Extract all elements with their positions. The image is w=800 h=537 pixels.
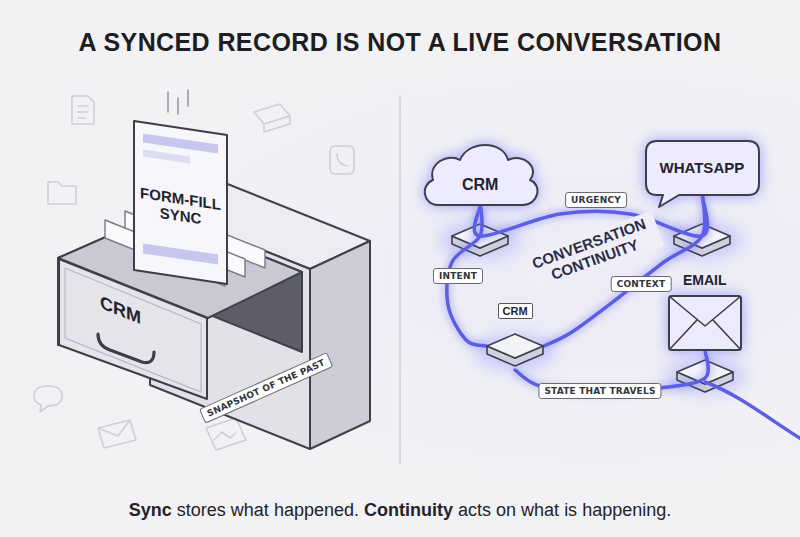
node-text: WHATSAPP — [660, 160, 745, 177]
node-text: CRM — [498, 303, 533, 319]
cable-tag: STATE THAT TRAVELS — [538, 383, 661, 399]
drawer-front-outline-part — [59, 259, 207, 399]
crm-cloud-outline-part — [425, 145, 538, 205]
background-icons-part — [98, 420, 136, 448]
background-icons-part — [48, 182, 76, 204]
platform-glow-part — [475, 334, 555, 370]
motion-lines-part — [177, 98, 179, 114]
form-sheet-outline-part — [143, 149, 190, 163]
motion-lines-part — [167, 92, 169, 112]
crm-cloud-outline — [418, 135, 543, 210]
crm-platform-outline-part — [487, 334, 543, 358]
drawer-front: CRM — [58, 258, 208, 400]
email-envelope-outline-part — [669, 296, 741, 350]
caption-words: happening. — [582, 500, 671, 520]
caption-emphasis: Sync — [129, 500, 172, 520]
caption-words: happened. — [274, 500, 359, 520]
filing-cabinet-part — [310, 241, 370, 449]
outgoing-cable — [705, 382, 800, 442]
caption-words: what — [231, 500, 269, 520]
node-text: EMAIL — [683, 273, 727, 289]
drawer-front-outline — [58, 258, 208, 400]
motion-lines-part — [187, 90, 189, 106]
background-icons-part — [206, 418, 246, 450]
caption-words: on — [496, 500, 516, 520]
caption-emphasis: Continuity — [364, 500, 453, 520]
caption-words: is — [564, 500, 577, 520]
drawer-front-outline-part — [65, 268, 201, 392]
email-envelope-outline-part — [669, 296, 741, 350]
whatsapp-bubble-outline-part — [646, 141, 759, 207]
background-icons-part — [337, 154, 347, 166]
form-sheet-outline-part — [143, 133, 218, 153]
caption-words: what — [521, 500, 559, 520]
whatsapp-bubble: WHATSAPP — [645, 140, 760, 208]
form-sheet: FORM-FILL SYNC — [133, 120, 228, 285]
form-sheet-outline-part — [143, 243, 218, 264]
panel-divider — [399, 95, 401, 465]
cable-tag: CONTEXT — [611, 276, 672, 292]
crm-cloud-outline-part-part — [425, 145, 538, 205]
motion-lines — [168, 90, 188, 114]
caption-words: acts — [458, 500, 491, 520]
drawer-front-outline-part — [98, 334, 154, 363]
background-icons-part — [330, 146, 354, 174]
background-icons — [34, 96, 356, 450]
crm-cloud: CRM — [418, 135, 543, 210]
caption-words: stores — [177, 500, 226, 520]
background-icons-part — [254, 104, 290, 132]
platform-glow-part — [440, 222, 520, 258]
form-sheet-outline-part — [134, 121, 227, 284]
background-icons-part — [72, 96, 94, 124]
cable-tag: URGENCY — [565, 192, 627, 208]
diagram-title: A SYNCED RECORD IS NOT A LIVE CONVERSATI… — [0, 28, 800, 57]
crm-platform: CRM — [486, 300, 544, 370]
node-text: CRM — [462, 176, 498, 194]
cable-tag: INTENT — [433, 268, 483, 284]
background-icons-part — [34, 386, 62, 412]
diagram-caption: Sync stores what happened. Continuity ac… — [0, 500, 800, 521]
